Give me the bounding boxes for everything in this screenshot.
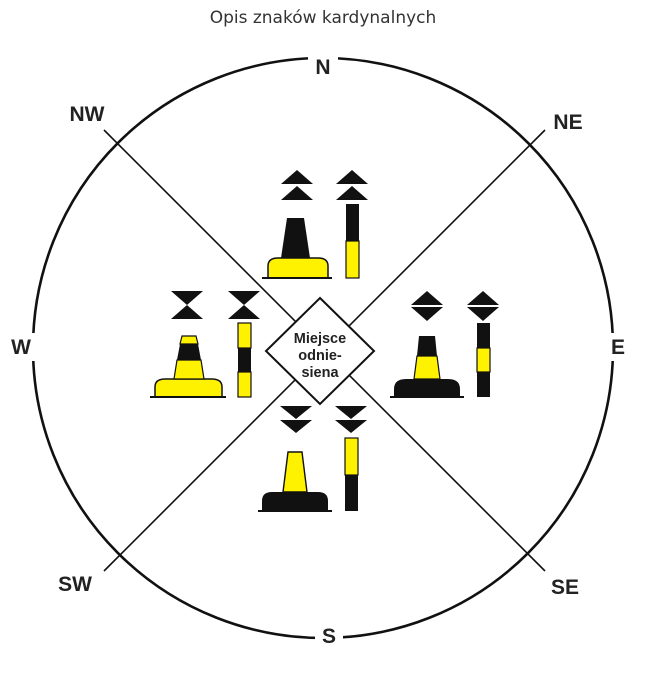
- diagram-title: Opis znaków kardynalnych: [209, 8, 437, 28]
- direction-label-s: S: [322, 625, 336, 648]
- west-spar-yellow-top: [237, 322, 252, 349]
- direction-label-e: E: [611, 336, 625, 359]
- reference-point-diamond: [264, 296, 376, 406]
- north-spar-topmark-cone-upper: [336, 170, 368, 184]
- east-spar-topmark-cone-lower: [467, 307, 499, 321]
- south-spar-topmark-cone-upper: [335, 406, 367, 419]
- east-buoy-topmark-cone-upper: [411, 291, 443, 305]
- south-spar-black: [345, 475, 358, 511]
- west-buoy-topmark-cone-upper: [171, 291, 203, 305]
- west-spar-topmark-cone-upper: [228, 291, 260, 305]
- west-spar-black: [238, 348, 251, 372]
- reference-label-line3: siena: [301, 365, 339, 381]
- north-buoy-topmark-cone-lower: [281, 186, 313, 200]
- north-buoy-body-black: [281, 218, 310, 258]
- direction-label-n: N: [315, 56, 330, 79]
- north-spar-topmark-cone-lower: [336, 186, 368, 200]
- direction-label-se: SE: [551, 576, 579, 599]
- east-buoy-body-yellow-band: [413, 355, 441, 380]
- east-spar-black-bottom: [477, 372, 490, 397]
- direction-label-w: W: [11, 336, 31, 359]
- south-buoy-body-yellow: [282, 451, 308, 493]
- north-spar-black: [346, 204, 359, 241]
- north-buoy-topmark-cone-upper: [281, 170, 313, 184]
- south-buoy-body-base: [262, 492, 328, 511]
- reference-label-line1: Miejsce: [294, 331, 346, 347]
- east-spar-topmark-cone-upper: [467, 291, 499, 305]
- west-buoy-body-yellow-bottom: [173, 359, 205, 380]
- north-buoy-body-yellow: [267, 257, 329, 279]
- east-buoy-body-base: [394, 379, 460, 397]
- east-buoy-body-black-top: [417, 336, 437, 356]
- east-spar-black-top: [477, 323, 490, 348]
- north-cardinal-mark: [262, 170, 368, 279]
- west-cardinal-mark: [150, 291, 260, 398]
- west-buoy-topmark-cone-lower: [171, 305, 203, 319]
- west-buoy-body-yellow-top: [179, 335, 199, 345]
- south-buoy-topmark-cone-upper: [280, 406, 312, 419]
- east-cardinal-mark: [390, 291, 499, 398]
- east-spar-yellow: [476, 347, 491, 373]
- south-spar-topmark-cone-lower: [335, 420, 367, 433]
- reference-label-line2: odnie-: [298, 348, 342, 364]
- north-spar-yellow: [345, 240, 360, 279]
- south-buoy-topmark-cone-lower: [280, 420, 312, 433]
- direction-label-nw: NW: [70, 103, 105, 126]
- west-spar-yellow-bottom: [237, 371, 252, 398]
- direction-label-ne: NE: [553, 111, 582, 134]
- south-spar-yellow: [344, 437, 359, 476]
- west-buoy-body-base: [154, 378, 223, 398]
- west-buoy-body-black-band: [177, 344, 201, 360]
- east-buoy-topmark-cone-lower: [411, 307, 443, 321]
- direction-label-sw: SW: [58, 573, 92, 596]
- south-cardinal-mark: [258, 406, 367, 512]
- west-spar-topmark-cone-lower: [228, 305, 260, 319]
